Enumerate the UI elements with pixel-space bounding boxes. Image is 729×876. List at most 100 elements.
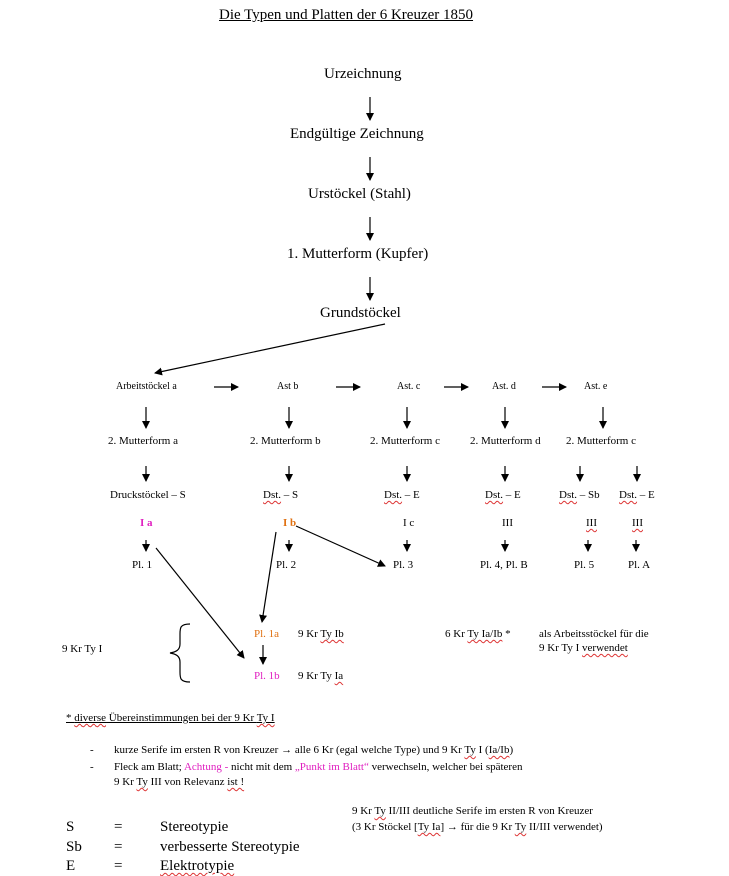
group-label-9kr-ty-i: 9 Kr Ty I (62, 643, 103, 655)
page-title: Die Typen und Platten der 6 Kreuzer 1850 (219, 7, 474, 23)
bullet-1-iaib: Ia/Ib (488, 744, 510, 756)
dst-d-type: – E (503, 489, 521, 501)
legend-abbr-s: S (66, 819, 75, 835)
type-iii-e1: III (586, 517, 597, 529)
plate-1b-desc-prefix: 9 Kr Ty (298, 670, 335, 682)
step-grundstoeckel: Grundstöckel (320, 305, 401, 321)
dst-b-abbr: Dst. (263, 489, 282, 501)
bullet-2-mid: nicht mit dem (231, 761, 295, 773)
curly-brace (169, 623, 191, 683)
mutterform-2-b: 2. Mutterform b (250, 435, 321, 447)
legend-text-sb: verbesserte Stereotypie (160, 839, 300, 855)
bullet-2-end: verwechseln, welcher bei späteren (368, 761, 523, 773)
legend-eq-s: = (114, 819, 123, 835)
bottom-note-l2-ty2: Ty (514, 821, 527, 833)
type-ia: I a (140, 517, 153, 529)
bullet-2-cont: 9 Kr Ty III von Relevanz ist ! (114, 777, 244, 788)
plate-1b-desc: 9 Kr Ty Ia (298, 671, 343, 682)
footnote-mid: Übereinstimmungen bei der 9 Kr (106, 712, 257, 724)
dst-d-abbr: Dst. (485, 489, 504, 501)
bullet-1-ty: Ty (464, 744, 476, 756)
arbeitstoeckel-a: Arbeitstöckel a (116, 381, 177, 392)
footnote-ty: Ty I (256, 712, 275, 724)
bottom-note-l2-pre: (3 Kr Stöckel [ (352, 821, 418, 833)
type-ib: I b (283, 517, 297, 529)
plate-1: Pl. 1 (132, 559, 153, 571)
dst-e2-type: – E (637, 489, 655, 501)
legend-abbr-e: E (66, 858, 76, 874)
arrow-ib-pl1a (259, 531, 277, 623)
bullet-1-pre: kurze Serife im ersten R von Kreuzer → a… (114, 744, 465, 756)
dst-e2: Dst. – E (619, 490, 655, 501)
ast-e: Ast. e (584, 381, 608, 392)
bullet-2-pre: Fleck am Blatt; (114, 761, 184, 773)
legend-eq-sb: = (114, 839, 123, 855)
bullet-2: Fleck am Blatt; Achtung - nicht mit dem … (114, 762, 522, 773)
type-iii-d: III (502, 517, 513, 529)
dst-e1: Dst. – Sb (559, 490, 600, 501)
bullet-dash-1: - (90, 744, 94, 756)
bottom-note-l2-ty: Ty Ia (417, 821, 441, 833)
type-ic: I c (403, 517, 415, 529)
bullet-dash-2: - (90, 761, 94, 773)
bullet-1-end: ) (509, 744, 514, 756)
bullet-3-ty: Ty (136, 776, 148, 788)
note-6kr-star: * (502, 628, 511, 640)
plate-1a: Pl. 1a (254, 628, 280, 640)
plate-1b-desc-type: Ia (334, 670, 344, 682)
dst-c: Dst. – E (384, 490, 420, 501)
arrow-ib-pl3 (295, 525, 386, 567)
bullet-2-dash: - (221, 761, 232, 773)
mutterform-2-d: 2. Mutterform d (470, 435, 541, 447)
arrow-ia-pl1b (155, 547, 245, 659)
step-urzeichnung: Urzeichnung (324, 66, 402, 82)
arrow-grund-to-ast-a (154, 323, 386, 376)
bullet-1-mid: I ( (475, 744, 489, 756)
bottom-note-l1-end: II/III deutliche Serife im ersten R von … (385, 805, 593, 817)
druckstoeckel-a: Druckstöckel – S (110, 489, 186, 501)
note-6kr-ty: 6 Kr Ty Ia/Ib * (445, 629, 511, 640)
plate-a: Pl. A (628, 559, 651, 571)
bullet-3-pre: 9 Kr (114, 776, 137, 788)
step-mutterform-1: 1. Mutterform (Kupfer) (287, 246, 429, 262)
bottom-note-l1-ty: Ty (374, 805, 386, 817)
dst-e2-abbr: Dst. (619, 489, 638, 501)
plate-1a-desc: 9 Kr Ty Ib (298, 629, 344, 640)
dst-c-type: – E (402, 489, 420, 501)
plate-3: Pl. 3 (393, 559, 414, 571)
note-line2-verwendet: verwendet (582, 642, 628, 654)
mutterform-2-e: 2. Mutterform c (566, 435, 636, 447)
plate-4-b: Pl. 4, Pl. B (480, 559, 528, 571)
dst-d: Dst. – E (485, 490, 521, 501)
footnote: * diverse Übereinstimmungen bei der 9 Kr… (66, 713, 275, 724)
ast-b: Ast b (277, 381, 299, 392)
note-arbeitsstoeckel-line2: 9 Kr Ty I verwendet (539, 643, 628, 654)
mutterform-2-a: 2. Mutterform a (108, 435, 178, 447)
bullet-3-mid: III von Relevanz (147, 776, 228, 788)
legend-text-e: Elektrotypie (160, 858, 235, 874)
bullet-1: kurze Serife im ersten R von Kreuzer → a… (114, 745, 513, 756)
dst-e1-type: – Sb (577, 489, 600, 501)
legend-eq-e: = (114, 858, 123, 874)
plate-1a-desc-type: Ty Ib (320, 628, 344, 640)
dst-e1-abbr: Dst. (559, 489, 578, 501)
dst-b: Dst. – S (263, 490, 298, 501)
plate-2: Pl. 2 (276, 559, 297, 571)
step-endgueltige-zeichnung: Endgültige Zeichnung (290, 126, 424, 142)
note-6kr-prefix: 6 Kr (445, 628, 468, 640)
footnote-star: * (66, 712, 75, 724)
bullet-2-quote: „Punkt im Blatt“ (294, 761, 369, 773)
ast-c: Ast. c (397, 381, 421, 392)
footnote-diverse: diverse (74, 712, 107, 724)
step-urstoeckel: Urstöckel (Stahl) (308, 186, 411, 202)
legend-abbr-sb: Sb (66, 839, 82, 855)
bullet-3-ist: ist ! (227, 776, 245, 788)
bottom-note-line2: (3 Kr Stöckel [Ty Ia] → für die 9 Kr Ty … (352, 822, 603, 833)
bottom-note-l2-mid: ] → für die 9 Kr (440, 821, 515, 833)
note-line2-prefix: 9 Kr Ty I (539, 642, 583, 654)
dst-c-abbr: Dst. (384, 489, 403, 501)
bullet-2-achtung: Achtung (183, 761, 222, 773)
mutterform-2-c: 2. Mutterform c (370, 435, 440, 447)
bottom-note-line1: 9 Kr Ty II/III deutliche Serife im erste… (352, 806, 593, 817)
